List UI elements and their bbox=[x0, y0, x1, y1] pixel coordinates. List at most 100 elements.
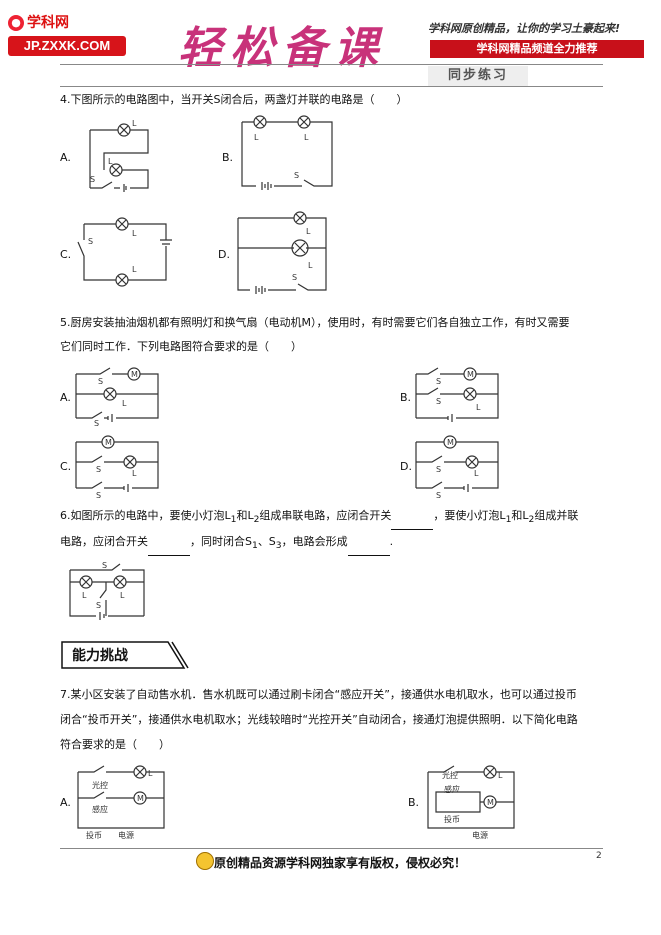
label-ganying: 感应 bbox=[444, 784, 460, 794]
label-l1: L bbox=[82, 591, 87, 600]
label-s1: S bbox=[436, 397, 441, 406]
q7-circuit-b: M 光控 L 感应 投币 电源 bbox=[427, 765, 515, 840]
q6-text: 组成并联 bbox=[534, 509, 579, 522]
q6-line-1: 6.如图所示的电路中，要使小灯泡L1和L2组成串联电路，应闭合开关，要使小灯泡L… bbox=[60, 506, 610, 531]
site-logo[interactable]: ●学科网 JP.ZXXK.COM bbox=[8, 12, 126, 58]
banner-shape bbox=[61, 641, 189, 669]
label-m: M bbox=[467, 370, 474, 379]
section-banner: 能力挑战 bbox=[60, 640, 190, 670]
label-guangkong: 光控 bbox=[92, 780, 108, 790]
section-title: 能力挑战 bbox=[72, 648, 128, 664]
q6-text: ，电路会形成 bbox=[281, 535, 348, 548]
q6-sub: 2 bbox=[528, 514, 535, 526]
label-l1: L bbox=[132, 229, 137, 238]
label-s1: S bbox=[98, 377, 103, 386]
q4-opt-a: A. bbox=[60, 151, 71, 164]
q7-stem-3: 符合要求的是（ ） bbox=[60, 738, 170, 751]
q5-opt-b: B. bbox=[400, 391, 412, 404]
logo-top-text: 学科网 bbox=[27, 15, 69, 31]
slogan: 学科网原创精品，让你的学习土豪起来! bbox=[428, 22, 621, 35]
label-s: S bbox=[292, 273, 297, 282]
q5-circuit-c: M S S L bbox=[75, 435, 159, 498]
q6-line-2: 电路，应闭合开关 ，同时闭合S1、S3，电路会形成. bbox=[60, 532, 610, 557]
header-divider bbox=[60, 64, 603, 65]
label-m: M bbox=[487, 798, 494, 807]
q5-circuit-a: M S L S bbox=[75, 367, 159, 426]
promo-banner: 学科网精品频道全力推荐 bbox=[430, 40, 644, 58]
label-s1: S bbox=[96, 491, 101, 498]
label-s2: S bbox=[102, 561, 107, 570]
q6-text: 和L bbox=[511, 509, 529, 522]
q5-opt-c: C. bbox=[60, 460, 72, 473]
q6-text: ，同时闭合S bbox=[190, 535, 252, 548]
q6-text: 6.如图所示的电路中，要使小灯泡L bbox=[60, 509, 231, 522]
label-l: L bbox=[122, 399, 127, 408]
section-tag: 同步练习 bbox=[428, 66, 528, 86]
label-s2: S bbox=[96, 465, 101, 474]
footer-copyright: 原创精品资源学科网独家享有版权，侵权必究！ bbox=[214, 856, 467, 870]
label-toubi: 投币 bbox=[444, 814, 460, 824]
footer-divider bbox=[60, 848, 603, 849]
q6-blank-1[interactable] bbox=[391, 517, 434, 531]
label-m: M bbox=[131, 370, 138, 379]
label-l1: L bbox=[254, 133, 259, 142]
brand-title: 轻松备课 bbox=[178, 23, 386, 74]
q7-opt-b: B. bbox=[408, 796, 420, 809]
q4-opt-b: B. bbox=[222, 151, 234, 164]
q4-circuit-c: L L S bbox=[77, 217, 172, 287]
q4-stem: 4.下图所示的电路图中，当开关S闭合后，两盏灯并联的电路是（ ） bbox=[60, 93, 408, 106]
label-l: L bbox=[476, 403, 481, 412]
label-s1: S bbox=[436, 465, 441, 474]
label-s: S bbox=[294, 171, 299, 180]
q6-sub: 3 bbox=[275, 540, 282, 552]
q6-text: 组成串联电路，应闭合开关 bbox=[259, 509, 392, 522]
q7-stem-2: 闭合“投币开关”，接通供水电机取水；光线较暗时“光控开关”自动闭合，接通灯泡提供… bbox=[60, 713, 578, 726]
label-l1: L bbox=[306, 227, 311, 236]
q6-text: 电路，应闭合开关 bbox=[60, 535, 148, 548]
label-toubi: 投币 bbox=[86, 830, 102, 840]
q6-circuit: S L L S bbox=[69, 561, 145, 620]
q6-text: 、S bbox=[257, 535, 276, 548]
logo-title: ●学科网 bbox=[8, 12, 126, 32]
q6-text: . bbox=[389, 535, 394, 548]
q4-circuit-d: L L S bbox=[237, 211, 327, 294]
label-m: M bbox=[105, 438, 112, 447]
label-l: L bbox=[148, 769, 153, 778]
q7-circuit-a: M 光控 L 感应 投币 电源 bbox=[77, 765, 165, 840]
label-s1: S bbox=[96, 601, 101, 610]
q4-opt-c: C. bbox=[60, 248, 72, 261]
q4-circuit-a: L L S bbox=[89, 119, 149, 192]
q7-opt-a: A. bbox=[60, 796, 71, 809]
q6-sub: 1 bbox=[251, 540, 258, 552]
label-l1: L bbox=[132, 119, 137, 128]
q6-blank-2[interactable] bbox=[148, 543, 190, 557]
label-s2: S bbox=[436, 491, 441, 498]
q4-opt-d: D. bbox=[218, 248, 230, 261]
label-s2: S bbox=[436, 377, 441, 386]
header-divider-2 bbox=[60, 86, 603, 87]
q5-stem-1: 5.厨房安装抽油烟机都有照明灯和换气扇（电动机M），使用时，有时需要它们各自独立… bbox=[60, 316, 570, 329]
label-l2: L bbox=[108, 157, 113, 166]
logo-url: JP.ZXXK.COM bbox=[8, 36, 126, 56]
label-s1b: S bbox=[94, 419, 99, 426]
label-l: L bbox=[132, 469, 137, 478]
label-l: L bbox=[474, 469, 479, 478]
q5-opt-a: A. bbox=[60, 391, 71, 404]
label-l2: L bbox=[120, 591, 125, 600]
q5-opt-d: D. bbox=[400, 460, 412, 473]
label-l2: L bbox=[308, 261, 313, 270]
q6-sub: 1 bbox=[230, 514, 237, 526]
label-m: M bbox=[137, 794, 144, 803]
logo-icon: ● bbox=[8, 15, 24, 31]
q6-text: 和L bbox=[236, 509, 254, 522]
q6-text: ，要使小灯泡L bbox=[433, 509, 506, 522]
label-dianyuan: 电源 bbox=[118, 830, 134, 840]
label-l2: L bbox=[304, 133, 309, 142]
label-s: S bbox=[90, 175, 95, 184]
q6-blank-3[interactable] bbox=[347, 543, 390, 557]
q4-circuit-b: L L S bbox=[241, 115, 333, 190]
label-l2: L bbox=[132, 265, 137, 274]
q5-stem-2: 它们同时工作．下列电路图符合要求的是（ ） bbox=[60, 340, 302, 353]
page-number: 2 bbox=[596, 851, 602, 861]
label-ganying: 感应 bbox=[92, 804, 108, 814]
